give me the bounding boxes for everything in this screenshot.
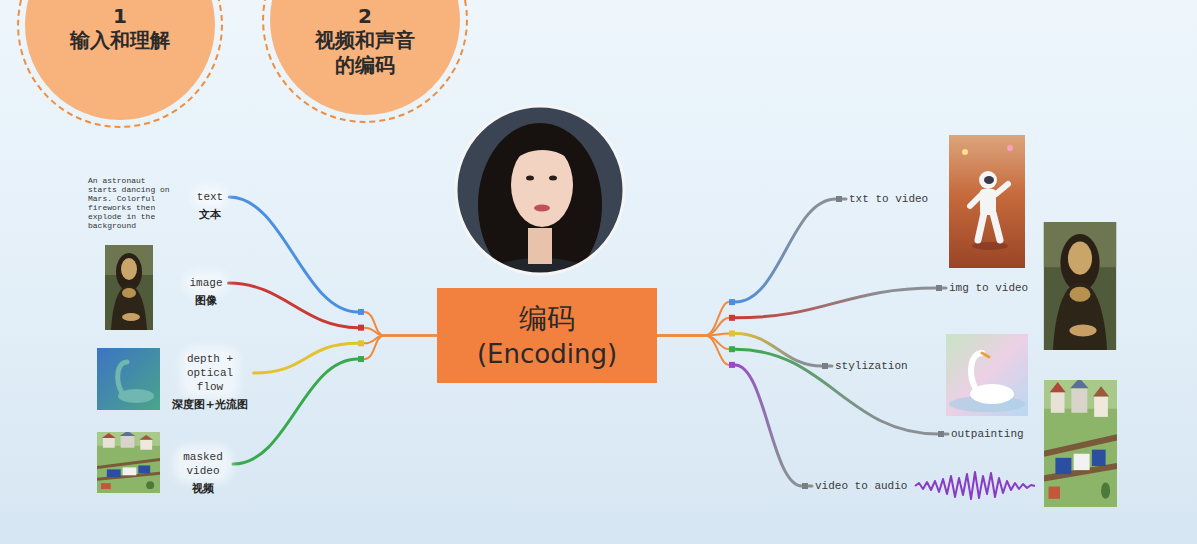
input-label: depth + optical flow 深度图+光流图 [166,348,253,416]
prompt-text: An astronaut starts dancing on Mars. Col… [88,176,174,230]
input-curve [229,283,359,328]
joint-square [936,285,942,291]
stage-circle: 1输入和理解 [25,0,215,120]
split-line [657,336,729,365]
input-name-zh: 图像 [189,294,222,308]
encoding-box: 编码(Encoding) [437,288,657,383]
connector [657,196,846,336]
merge-line [364,336,437,344]
stage-title: 视频和声音 的编码 [312,28,418,78]
merge-line [364,328,437,336]
input-label: masked video 视频 [173,446,233,500]
input-name: image [189,276,222,290]
output-label: txt to video [846,190,931,208]
split-line [657,336,729,350]
joint-square [358,340,364,346]
output-curve [735,288,946,318]
astronaut-image [949,135,1025,268]
output-label: img to video [946,279,1031,297]
connector [254,336,437,374]
input-name: depth + optical flow [186,352,234,394]
split-line [657,302,729,335]
stylized-swan-image [946,334,1028,416]
connector [657,285,946,336]
output-curve [735,199,846,302]
outpainting-image [1044,378,1117,507]
input-name-zh: 视频 [179,482,227,496]
stage-title: 输入和理解 [67,28,173,53]
output-label: stylization [832,357,911,375]
output-name: video to audio [815,479,907,493]
output-name: img to video [949,281,1028,295]
input-curve [229,197,358,312]
depth-flow-image [97,348,160,410]
input-name-zh: 文本 [197,208,223,222]
connector [233,336,437,465]
connector [657,336,812,490]
joint-square [358,325,364,331]
masked-video-image [97,431,160,493]
input-name: masked video [179,450,227,478]
input-name: text [197,190,223,204]
mona-lisa-image [105,245,153,330]
input-label: image 图像 [183,272,228,312]
mona-lisa-video-image [1044,222,1116,350]
input-curve [233,359,358,464]
joint-square [802,483,808,489]
box-title: 编码 [519,301,575,337]
input-label: text 文本 [191,186,229,226]
output-name: outpainting [951,427,1024,441]
output-name: txt to video [849,192,928,206]
connector [229,283,438,336]
output-label: video to audio [812,477,910,495]
input-name-zh: 深度图+光流图 [172,398,247,412]
joint-square [358,309,364,315]
split-line [657,318,729,336]
input-curve [254,343,358,373]
audio-waveform [915,472,1035,499]
connector [657,336,948,438]
joint-square [358,356,364,362]
merge-line [364,312,437,336]
joint-square [822,363,828,369]
stage-number: 2 [358,4,372,28]
output-curve [735,365,812,486]
merge-line [364,336,437,360]
connector [229,197,437,336]
stage-number: 1 [113,4,127,28]
stage-circle: 2视频和声音 的编码 [270,0,460,115]
joint-square [836,196,842,202]
joint-square [938,431,944,437]
output-name: stylization [835,359,908,373]
box-subtitle: (Encoding) [477,337,617,371]
output-label: outpainting [948,425,1027,443]
